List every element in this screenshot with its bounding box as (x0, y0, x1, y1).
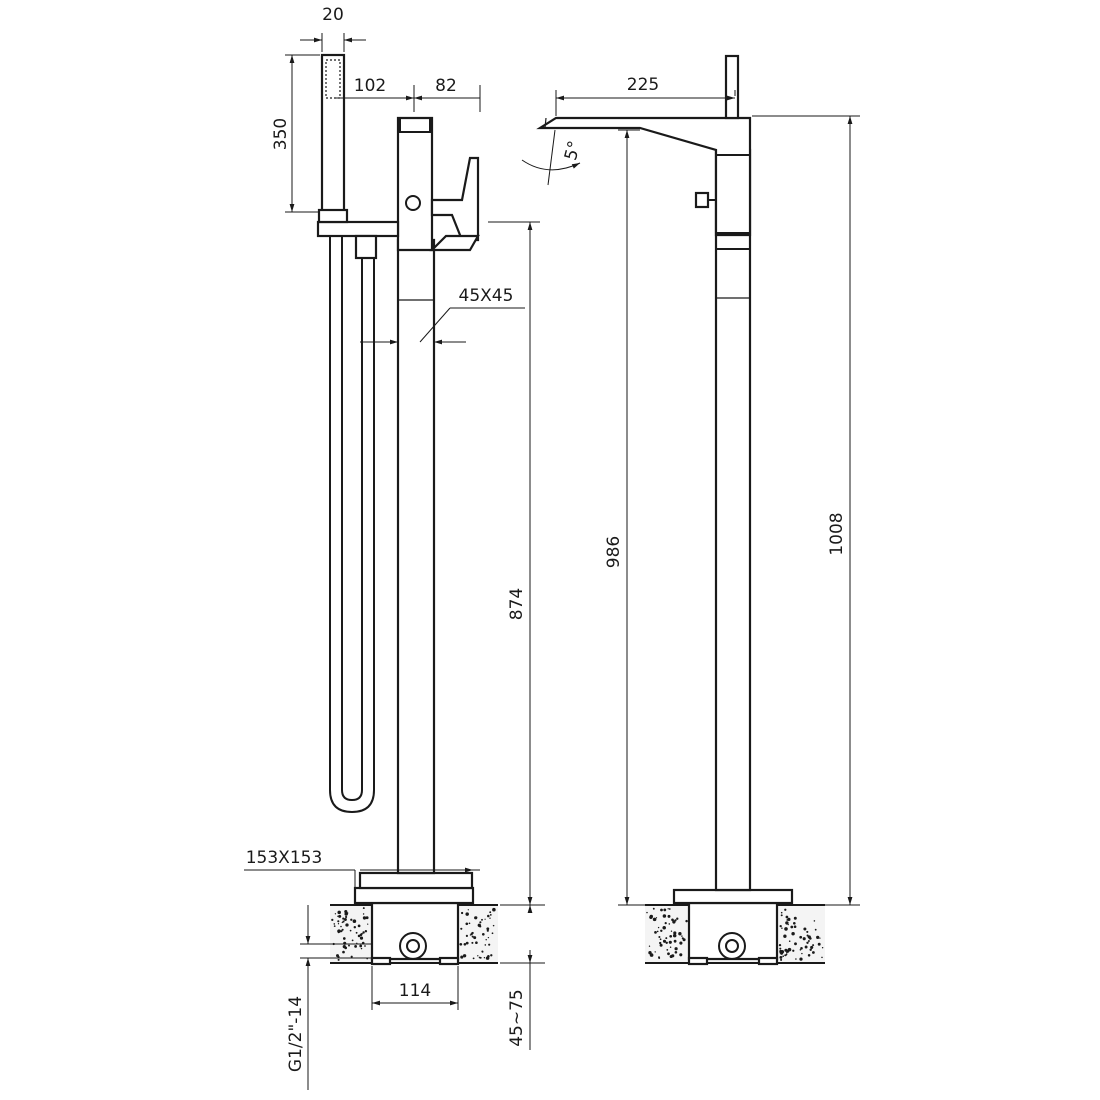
dimension-inlet-thread: G1/2"-14 (286, 905, 372, 1090)
column-section-label: 45X45 (459, 286, 514, 306)
base-plate-left (353, 886, 475, 905)
column-front (714, 148, 752, 892)
mixer-body-side (396, 116, 434, 252)
mounting-box-right (687, 901, 779, 966)
dimension-install-depth: 45~75 (500, 904, 545, 1050)
spout-angle-label: 5° (561, 139, 585, 163)
base-plate-label: 153X153 (246, 848, 323, 868)
diverter-button (694, 191, 710, 209)
dimension-offsets: 102 82 (335, 76, 481, 112)
dimension-column-section: 45X45 (360, 286, 525, 345)
offset-right-label: 82 (435, 76, 457, 96)
hose-connector (354, 234, 378, 260)
height-874-label: 874 (507, 588, 527, 620)
front-view: 225 5° 986 1008 (521, 54, 860, 966)
box-width-label: 114 (399, 981, 431, 1001)
dimension-height-986: 986 (604, 129, 645, 906)
spout-reach-label: 225 (627, 75, 659, 95)
base-cover-left (358, 871, 474, 890)
side-view: 20 350 102 82 45X45 (244, 5, 545, 1090)
holder-arm (316, 220, 400, 238)
concrete-texture-right (646, 907, 824, 961)
base-plate-right (672, 888, 794, 905)
dimension-handshower-width: 20 (300, 5, 366, 52)
handshower-height-label: 350 (271, 118, 291, 150)
lever-side (430, 156, 480, 242)
dimension-height-1008: 1008 (752, 115, 860, 906)
handshower-width-label: 20 (322, 5, 344, 25)
spout-front (536, 116, 752, 237)
dimension-handshower-height: 350 (271, 54, 320, 213)
inlet-thread-label: G1/2"-14 (286, 996, 306, 1072)
dimension-height-874: 874 (488, 221, 540, 906)
hand-shower (320, 53, 346, 219)
column-side (396, 238, 436, 875)
dimension-base-plate: 153X153 (244, 848, 480, 888)
offset-left-label: 102 (354, 76, 386, 96)
dimension-spout-angle: 5° (521, 129, 585, 186)
spout-tip-side (429, 234, 480, 252)
height-986-label: 986 (604, 536, 624, 568)
dimension-box-width: 114 (371, 966, 459, 1010)
lever-rod-front (724, 54, 740, 120)
mounting-box-left (370, 901, 460, 966)
hose-inner (341, 236, 363, 802)
hose-outer (329, 236, 375, 814)
dimension-spout-reach: 225 (555, 75, 736, 116)
height-1008-label: 1008 (827, 512, 847, 555)
concrete-texture-left (331, 907, 496, 961)
install-depth-label: 45~75 (507, 989, 527, 1047)
